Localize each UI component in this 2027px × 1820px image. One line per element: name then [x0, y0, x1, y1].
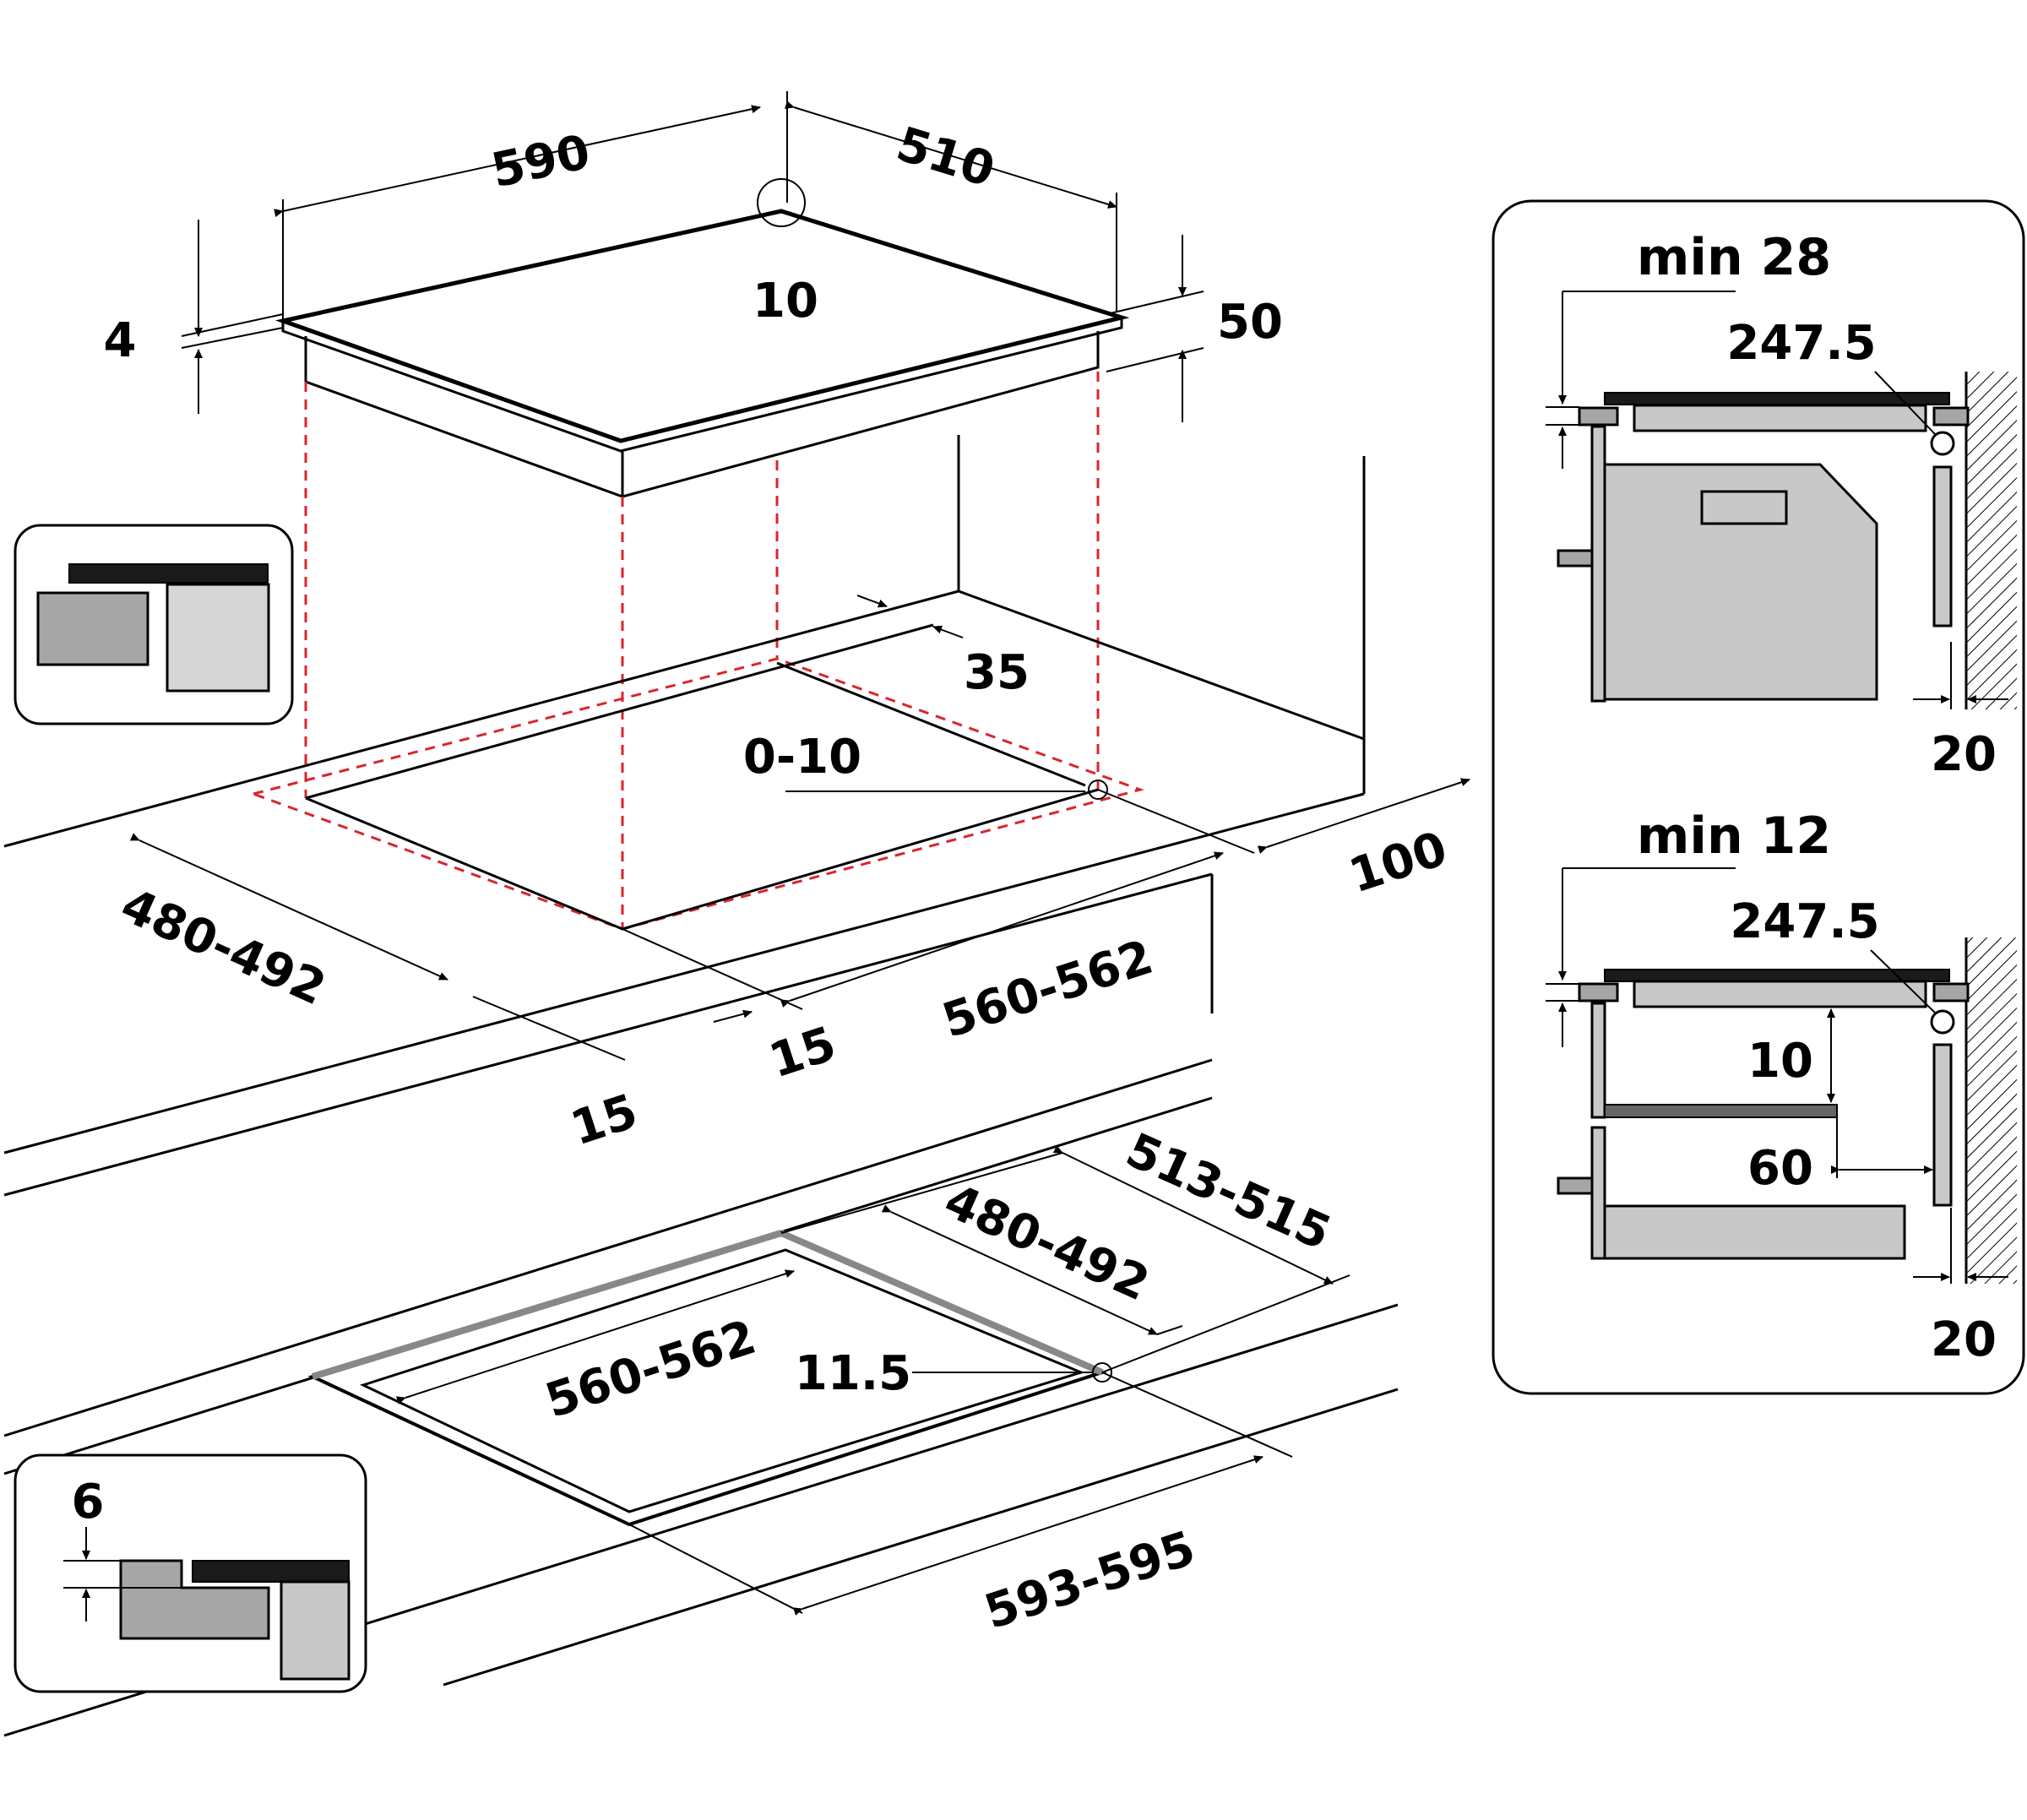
hob-corner-label: 10 — [753, 274, 818, 329]
cut-width-label: 560-562 — [936, 930, 1160, 1049]
corner-tolerance-label: 0-10 — [743, 730, 861, 785]
oven-corner-radius-label: 247.5 — [1726, 316, 1876, 371]
flush-inner-depth-label: 480-492 — [937, 1173, 1157, 1312]
wall-gap-label: 35 — [964, 645, 1030, 700]
inset-flush-mount: 6 — [14, 1453, 367, 1693]
margin-front-label: 15 — [763, 1016, 842, 1089]
section-drawer: min 12 247.5 10 60 20 — [1546, 807, 2017, 1367]
hob-top-view: 590 510 10 4 50 — [104, 91, 1283, 498]
hob-depth-label: 510 — [890, 117, 1001, 198]
recess-depth-label: 6 — [72, 1475, 105, 1529]
flush-outer-width-label: 593-595 — [978, 1521, 1202, 1640]
hob-width-label: 590 — [486, 125, 595, 199]
glass-thickness-label: 4 — [104, 313, 137, 368]
flush-corner-label: 11.5 — [795, 1346, 911, 1401]
drawer-corner-radius-label: 247.5 — [1730, 894, 1879, 949]
cut-depth-label: 480-492 — [113, 877, 334, 1016]
corner-tolerance-marker — [1088, 780, 1108, 800]
section-oven: min 28 247.5 20 — [1546, 228, 2017, 782]
oven-wall-gap-label: 20 — [1931, 727, 1997, 782]
drawer-min-clearance-label: min 12 — [1637, 807, 1831, 866]
height-below-label: 50 — [1217, 295, 1283, 350]
margin-left-label: 15 — [564, 1084, 644, 1156]
depth-dim-line — [784, 101, 1117, 209]
drawer-shelf-gap-label: 10 — [1747, 1034, 1813, 1089]
oven-min-clearance-label: min 28 — [1637, 228, 1831, 287]
flush-outer-depth-label: 513-515 — [1118, 1122, 1339, 1261]
projection-lines — [248, 372, 1144, 931]
front-depth-label: 100 — [1343, 821, 1454, 904]
side-section-panel: min 28 247.5 20 — [1492, 199, 2025, 1395]
width-dim-line — [274, 105, 761, 218]
drawer-wall-gap-label: 20 — [1931, 1312, 1997, 1367]
drawer-side-gap-label: 60 — [1747, 1141, 1813, 1196]
inset-surface-mount — [14, 524, 294, 725]
hob-glass-top — [274, 209, 1130, 443]
